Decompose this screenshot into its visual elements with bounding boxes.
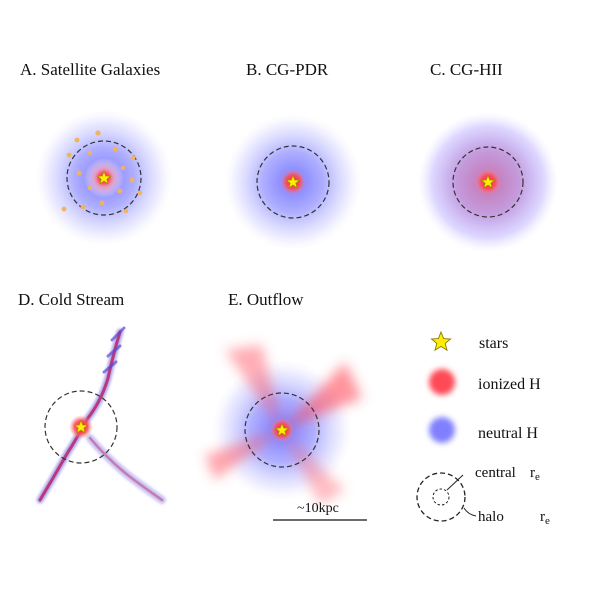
satellite-dot (130, 155, 136, 161)
legend-neutral-swatch (429, 417, 455, 443)
stream-filament-lower-core (88, 436, 164, 502)
panel-d-diagram (36, 326, 166, 504)
legend-central-circle (432, 488, 450, 506)
star-icon (480, 174, 496, 189)
panel-b-title: B. CG-PDR (246, 60, 329, 79)
outflow-cone-lower-left (205, 430, 282, 480)
satellite-dots (61, 130, 143, 214)
star-icon (285, 174, 301, 189)
outflow-cone-upper-left (225, 345, 282, 430)
satellite-dot (61, 206, 67, 212)
satellite-dot (99, 200, 105, 206)
satellite-dot (74, 137, 80, 143)
satellite-dot (117, 188, 123, 194)
panel-d-title: D. Cold Stream (18, 290, 124, 309)
satellite-dot (80, 204, 86, 210)
halo-radius-circle-b (256, 145, 330, 219)
panel-e-title: E. Outflow (228, 290, 304, 309)
satellite-dot (112, 146, 118, 152)
outflow-cone-upper-right (282, 362, 362, 430)
halo-radius-circle-e (244, 392, 320, 468)
satellite-dot (129, 177, 135, 183)
satellite-dot (120, 165, 126, 171)
outflow-cones (205, 345, 362, 505)
legend-halo-re: re (540, 509, 550, 527)
legend-central-re: re (530, 465, 540, 483)
star-icon (274, 422, 290, 437)
stream-filament-lower (86, 434, 166, 504)
legend-halo-label: halo (478, 509, 504, 525)
legend-halo-circle (416, 472, 466, 522)
scale-bar-label: ~10kpc (297, 501, 339, 516)
satellite-dot (137, 190, 143, 196)
panel-a-diagram (36, 110, 172, 246)
legend-ionized-label: ionized H (478, 376, 541, 393)
outflow-cone-lower-right (282, 430, 345, 505)
satellite-dot (123, 208, 129, 214)
legend-central-label: central (475, 465, 516, 481)
stream-filament-fringe (102, 326, 126, 374)
satellite-dot (66, 152, 72, 158)
panel-c-diagram (418, 112, 558, 252)
halo-radius-circle-a (66, 140, 142, 216)
legend: stars ionized H neutral H central re hal… (416, 330, 550, 527)
satellite-dot (87, 150, 93, 156)
satellite-dot (76, 170, 82, 176)
legend-halo-pointer (463, 507, 477, 517)
star-icon (96, 170, 112, 185)
legend-central-pointer (446, 474, 464, 491)
halo-radius-circle-c (452, 146, 524, 218)
legend-stars-label: stars (479, 335, 508, 352)
cold-stream-filaments (36, 326, 166, 504)
legend-star-icon (430, 330, 452, 352)
satellite-dot (95, 130, 101, 136)
halo-radius-circle-d (44, 390, 118, 464)
panel-e-diagram: ~10kpc (205, 345, 367, 521)
panel-b-diagram (225, 114, 361, 250)
panel-a-title: A. Satellite Galaxies (20, 60, 160, 79)
legend-ionized-swatch (429, 369, 455, 395)
panel-c-title: C. CG-HII (430, 60, 503, 79)
star-icon (73, 419, 89, 434)
satellite-dot (87, 185, 93, 191)
legend-neutral-label: neutral H (478, 425, 538, 442)
